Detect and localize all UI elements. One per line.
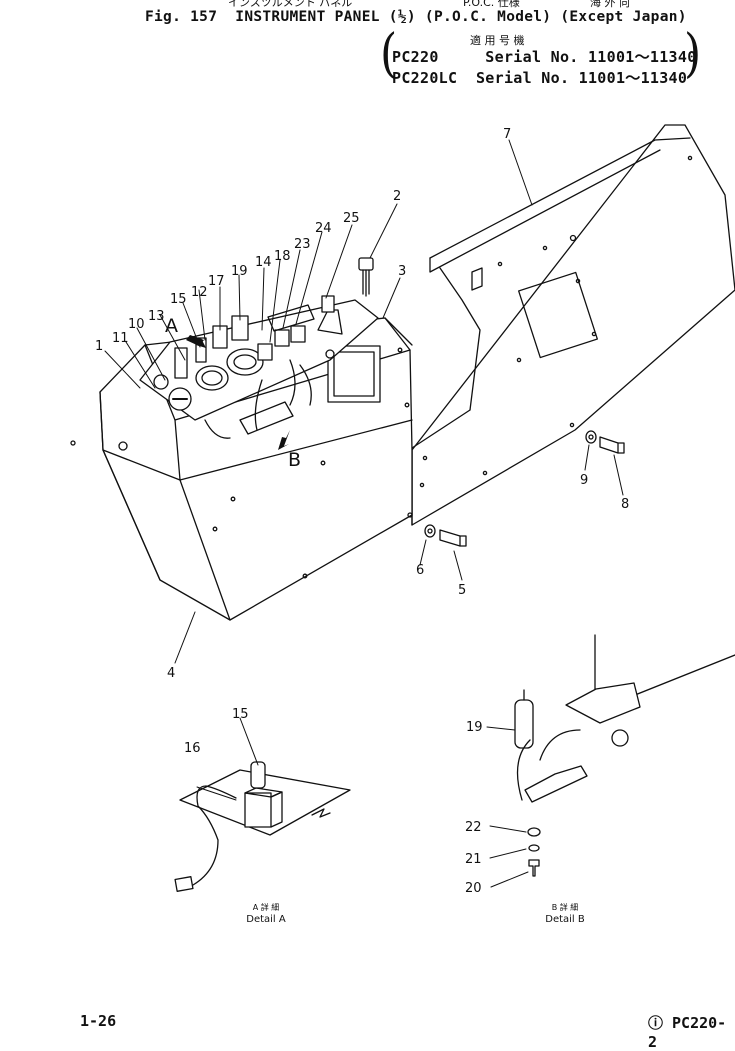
detail-b-en: Detail B — [545, 914, 585, 925]
detail-a-jp: A 詳 細 — [252, 903, 280, 912]
callout-20: 20 — [465, 881, 482, 896]
callout-7: 7 — [503, 127, 511, 142]
callout-24: 24 — [315, 221, 332, 236]
callout-16: 16 — [184, 741, 201, 756]
applicable-serial-label: 適 用 号 機 — [470, 34, 525, 47]
right-bracket: ) — [684, 22, 702, 84]
detail-b-drawing — [514, 634, 735, 877]
callout-22: 22 — [465, 820, 482, 835]
figure-title: Fig. 157 INSTRUMENT PANEL (½) (P.O.C. Mo… — [145, 9, 687, 25]
callout-13: 13 — [148, 309, 165, 324]
callout-8: 8 — [621, 497, 629, 512]
callout-19: 19 — [231, 264, 248, 279]
view-marker-b: B — [288, 449, 301, 471]
left-bracket: ( — [380, 22, 398, 84]
callout-4: 4 — [167, 666, 175, 681]
callout-6: 6 — [416, 563, 424, 578]
model-code: ⓘ PC220-2 — [648, 1014, 727, 1051]
callout-1: 1 — [95, 339, 103, 354]
serial-pc220lc: PC220LC Serial No. 11001～11340 — [392, 69, 688, 87]
callout-10: 10 — [128, 317, 145, 332]
callout-3: 3 — [398, 264, 406, 279]
japanese-except-note: 海 外 向 — [590, 0, 630, 9]
leader-lines — [104, 139, 624, 888]
japanese-title: インスツルメント パネル — [228, 0, 353, 9]
view-arrows — [186, 335, 290, 450]
detail-a-drawing — [174, 761, 351, 892]
callout-15: 15 — [170, 292, 187, 307]
callout-11: 11 — [112, 331, 129, 346]
callout-21: 21 — [465, 852, 482, 867]
mounting-hardware — [358, 257, 625, 547]
exploded-parts-diagram: 1 2 3 4 5 6 7 8 9 10 11 12 13 14 15 16 1… — [70, 124, 735, 896]
detail-b-callout-19: 19 — [466, 720, 483, 735]
detail-a-en: Detail A — [246, 914, 286, 925]
callout-25: 25 — [343, 211, 360, 226]
callout-14: 14 — [255, 255, 272, 270]
callout-labels: 1 2 3 4 5 6 7 8 9 10 11 12 13 14 15 16 1… — [95, 127, 629, 896]
callout-2: 2 — [393, 189, 401, 204]
serial-pc220: PC220 Serial No. 11001～11340 — [392, 48, 697, 66]
callout-23: 23 — [294, 237, 311, 252]
callout-17: 17 — [208, 274, 225, 289]
callout-18: 18 — [274, 249, 291, 264]
detail-a-callout-15: 15 — [232, 707, 249, 722]
detail-b-caption: B 詳 細 Detail B — [530, 902, 600, 926]
callout-5: 5 — [458, 583, 466, 598]
page-number: 1-26 — [80, 1012, 117, 1030]
view-marker-a: A — [165, 315, 178, 337]
panel-top — [139, 295, 379, 439]
callout-12: 12 — [191, 285, 208, 300]
detail-a-caption: A 詳 細 Detail A — [231, 902, 301, 926]
japanese-model-note: P.O.C. 仕様 — [463, 0, 520, 9]
callout-9: 9 — [580, 473, 588, 488]
detail-b-jp: B 詳 細 — [551, 903, 579, 912]
